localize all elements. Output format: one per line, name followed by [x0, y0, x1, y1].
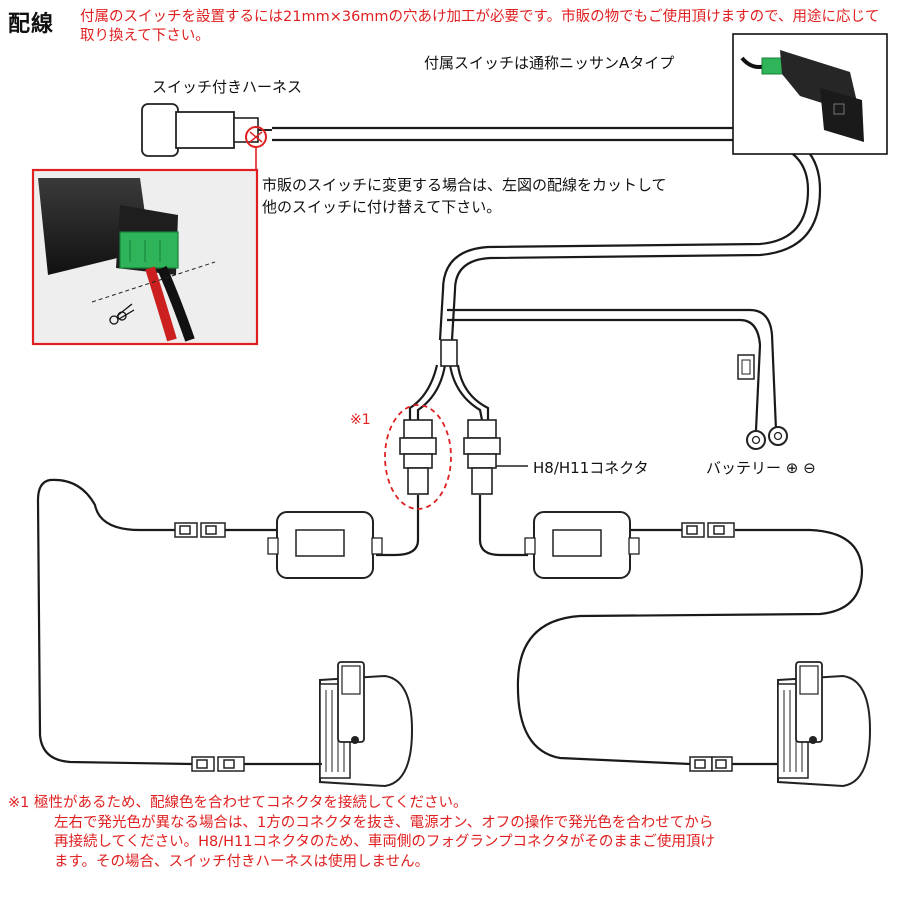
- harness-wires: [36, 126, 864, 766]
- footnote: ※1 極性があるため、配線色を合わせてコネクタを接続してください。 左右で発光色…: [8, 794, 896, 872]
- battery-label: バッテリー ⊕ ⊖: [706, 459, 816, 477]
- intro-note: 付属のスイッチを設置するには21mm×36mmの穴あけ加工が必要です。市販の物で…: [80, 9, 880, 44]
- nissan-switch-label: 付属スイッチは通称ニッサンAタイプ: [424, 54, 675, 72]
- footnote-line4: ます。その場合、スイッチ付きハーネスは使用しません。: [54, 853, 430, 870]
- wire-junction: [440, 339, 458, 367]
- scissors-icon: [109, 303, 135, 325]
- cut-instruction-line2: 他のスイッチに付け替えて下さい。: [262, 198, 502, 216]
- fog-lamp-left: [319, 661, 414, 788]
- footnote-line2: 左右で発光色が異なる場合は、1方のコネクタを抜き、電源オン、オフの操作で発光色を…: [54, 814, 714, 831]
- battery-terminals: [737, 354, 788, 450]
- inline-connector-right-lower: [689, 756, 733, 772]
- inline-connector-right-upper: [681, 522, 735, 538]
- footnote-line3: 再接続してください。H8/H11コネクタのため、車両側のフォグランプコネクタがそ…: [54, 834, 715, 850]
- control-module-left: [267, 511, 383, 579]
- polarity-highlight: [384, 404, 452, 510]
- control-module-right: [524, 511, 640, 579]
- h11-connector-right: [463, 419, 501, 495]
- h11-connector-left: [399, 419, 437, 495]
- cut-instruction: 市販のスイッチに変更する場合は、左図の配線をカットして 他のスイッチに付け替えて…: [262, 174, 782, 218]
- inline-connector-left-lower: [191, 756, 245, 772]
- connector-label: H8/H11コネクタ: [533, 459, 649, 477]
- page-title: 配線: [8, 12, 55, 37]
- switch-harness-label: スイッチ付きハーネス: [152, 78, 303, 96]
- note-marker: ※1: [350, 412, 371, 428]
- nissan-switch-inset: [732, 33, 888, 155]
- fog-lamp-right: [777, 661, 872, 788]
- cut-instruction-line1: 市販のスイッチに変更する場合は、左図の配線をカットして: [262, 176, 667, 194]
- green-connector: [119, 231, 179, 269]
- cut-detail-inset: [31, 168, 259, 346]
- inline-connector-left-upper: [174, 522, 226, 538]
- switch-harness-plug: [141, 103, 272, 157]
- footnote-line1: ※1 極性があるため、配線色を合わせてコネクタを接続してください。: [8, 795, 468, 811]
